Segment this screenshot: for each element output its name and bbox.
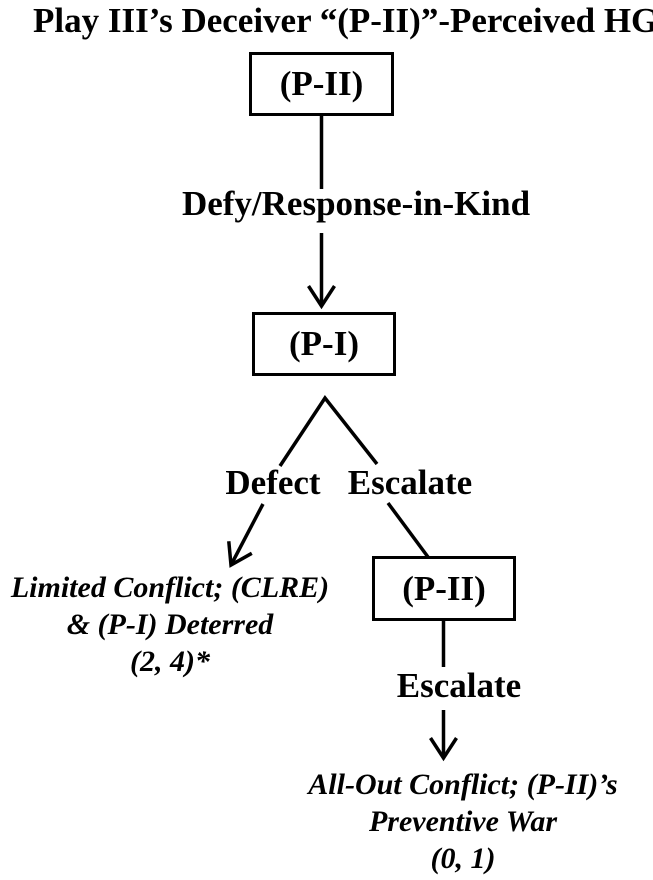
node-deceiver-p2-top: (P-II) [249,52,394,116]
outcome-all-out-conflict: All-Out Conflict; (P-II)’s Preventive Wa… [308,766,617,877]
outcome-payoff: (2, 4)* [130,645,210,678]
outcome-limited-conflict: Limited Conflict; (CLRE) & (P-I) Deterre… [11,569,329,680]
edge-label-escalate: Escalate [347,463,473,502]
edge-label-defect: Defect [225,463,321,502]
outcome-line: All-Out Conflict; (P-II)’s [308,768,618,801]
defect-arrow-icon [227,503,265,568]
node-label: (P-II) [279,64,364,103]
node-p2-right: (P-II) [372,556,516,621]
branch-fork-lines [278,395,379,467]
edge-label-escalate-2: Escalate [396,666,522,705]
node-label: (P-I) [289,324,359,363]
escalate-branch-line [386,501,430,559]
diagram-title: Play III’s Deceiver “(P-II)”-Perceived H… [33,1,653,40]
outcome-line: Preventive War [368,805,557,838]
edge-label-defy-response-in-kind: Defy/Response-in-Kind [181,184,531,223]
outcome-line: & (P-I) Deterred [66,608,274,641]
node-label: (P-II) [402,568,486,608]
node-p1: (P-I) [252,312,396,376]
outcome-payoff: (0, 1) [430,842,496,875]
outcome-line: Limited Conflict; (CLRE) [10,571,330,604]
